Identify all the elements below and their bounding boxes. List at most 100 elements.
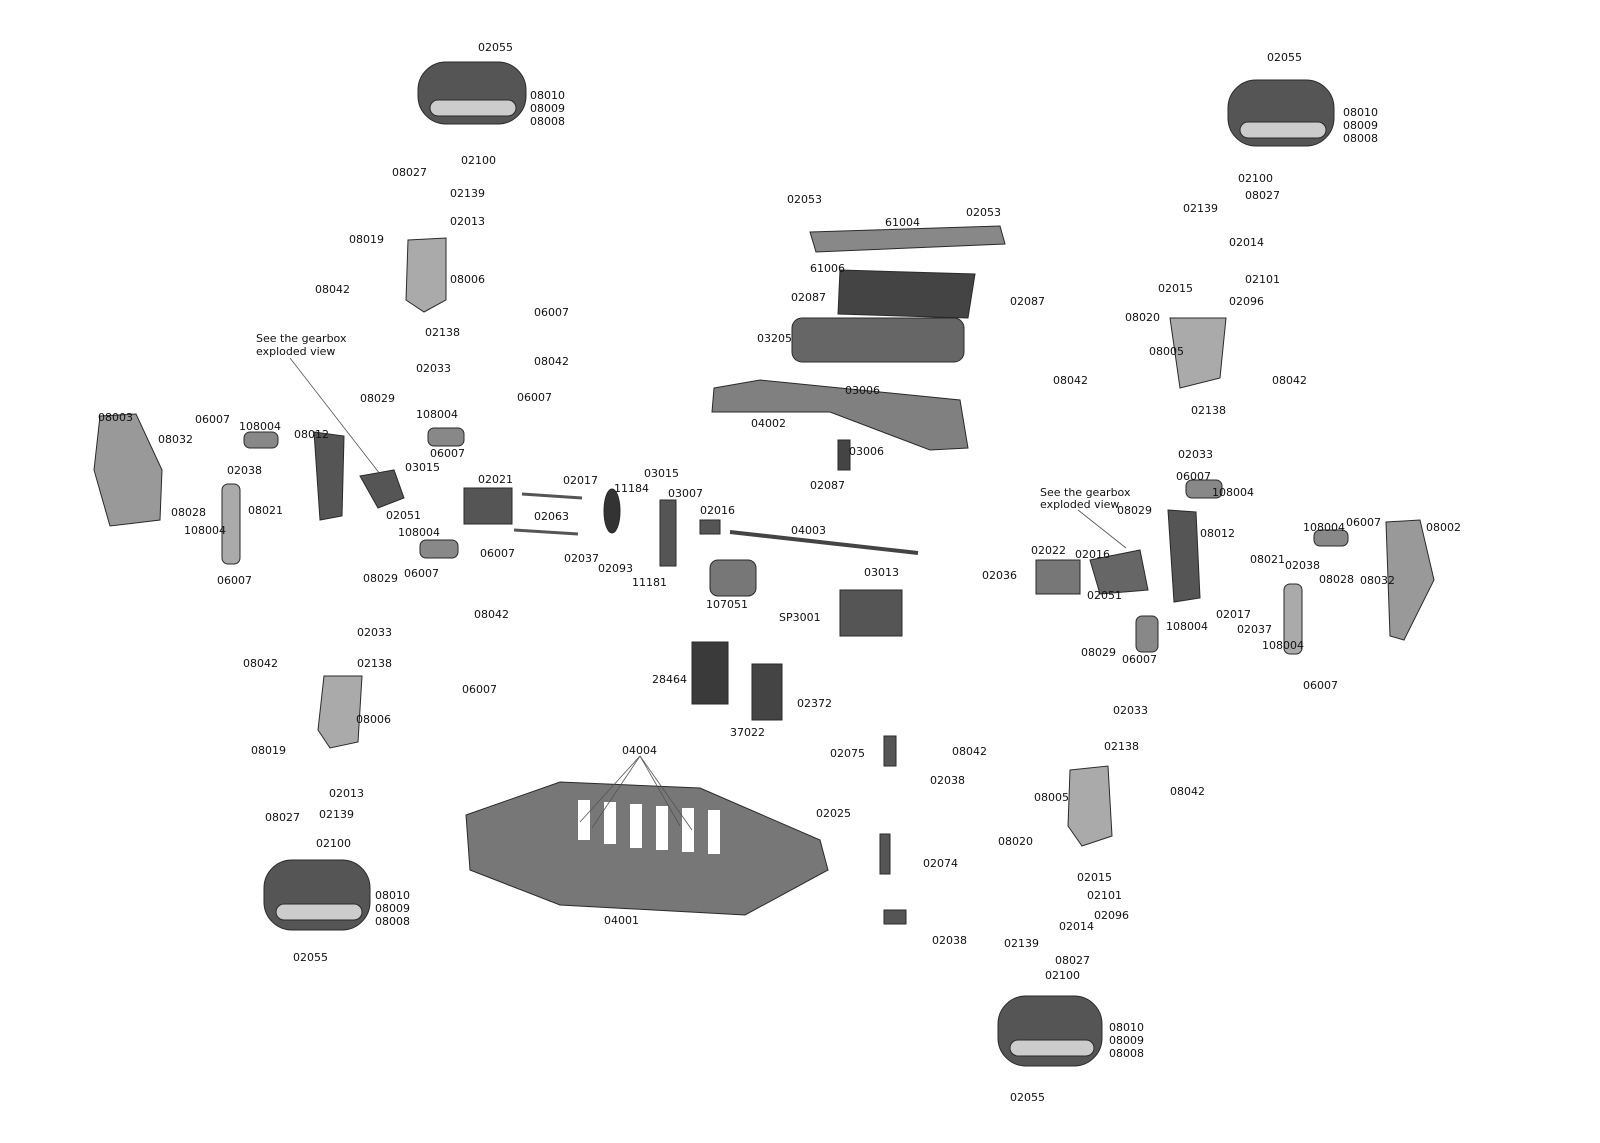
- part-number-label: 02063: [534, 510, 569, 523]
- part-number-label: 08021: [1250, 553, 1285, 566]
- part-number-label: 08006: [356, 713, 391, 726]
- part-number-label: 11181: [632, 576, 667, 589]
- part-number-label: 02100: [461, 154, 496, 167]
- part-number-label: 02096: [1094, 909, 1129, 922]
- part-number-label: 08027: [1245, 189, 1280, 202]
- part-number-label: 02033: [1113, 704, 1148, 717]
- part-number-label: 02017: [1216, 608, 1251, 621]
- part-number-label: 02038: [930, 774, 965, 787]
- part-number-label: 08032: [1360, 574, 1395, 587]
- part-number-label: 08042: [1170, 785, 1205, 798]
- part-number-label: 02038: [932, 934, 967, 947]
- part-number-label: 08029: [1081, 646, 1116, 659]
- part-number-label: 02038: [1285, 559, 1320, 572]
- part-number-label: 02139: [450, 187, 485, 200]
- part-number-label: 06007: [462, 683, 497, 696]
- part-number-label: 04001: [604, 914, 639, 927]
- part-number-label: 02055: [478, 41, 513, 54]
- part-number-label: 03015: [405, 461, 440, 474]
- part-number-label: 03013: [864, 566, 899, 579]
- part-number-label: 08003: [98, 411, 133, 424]
- part-number-label: 02051: [386, 509, 421, 522]
- part-number-label: 108004: [416, 408, 458, 421]
- part-number-label: 02021: [478, 473, 513, 486]
- gearbox-note: exploded view: [256, 345, 336, 358]
- part-number-label: 108004: [1303, 521, 1345, 534]
- part-number-label: 02139: [1183, 202, 1218, 215]
- tire-front-left: [417, 61, 527, 125]
- part-number-label: 61006: [810, 262, 845, 275]
- part-number-label: 108004: [398, 526, 440, 539]
- part-number-label: 02014: [1229, 236, 1264, 249]
- gearbox-note: See the gearbox: [256, 332, 347, 345]
- part-number-label: 08008: [375, 915, 410, 928]
- part-number-label: 108004: [1212, 486, 1254, 499]
- motor: [709, 559, 757, 597]
- part-number-label: 02055: [1010, 1091, 1045, 1104]
- part-number-label: 02051: [1087, 589, 1122, 602]
- part-number-label: SP3001: [779, 611, 821, 624]
- part-number-label: 02033: [1178, 448, 1213, 461]
- part-number-label: 08012: [294, 428, 329, 441]
- part-number-label: 08028: [1319, 573, 1354, 586]
- part-number-label: 03007: [668, 487, 703, 500]
- part-number-label: 02037: [564, 552, 599, 565]
- part-number-label: 06007: [1346, 516, 1381, 529]
- part-number-label: 08021: [248, 504, 283, 517]
- part-number-label: 08027: [1055, 954, 1090, 967]
- part-number-label: 02016: [1075, 548, 1110, 561]
- battery-strap: [809, 225, 1006, 253]
- part-number-label: 08042: [1272, 374, 1307, 387]
- part-number-label: 08008: [1343, 132, 1378, 145]
- part-number-label: 08029: [1117, 504, 1152, 517]
- part-number-label: 08006: [450, 273, 485, 286]
- part-number-label: 02101: [1245, 273, 1280, 286]
- part-number-label: 02139: [319, 808, 354, 821]
- part-number-label: 02015: [1158, 282, 1193, 295]
- part-number-label: 08010: [375, 889, 410, 902]
- part-number-label: 08009: [375, 902, 410, 915]
- part-number-label: 02087: [791, 291, 826, 304]
- part-number-label: 61004: [885, 216, 920, 229]
- part-number-label: 02037: [1237, 623, 1272, 636]
- part-number-label: 08028: [171, 506, 206, 519]
- part-number-label: 02055: [293, 951, 328, 964]
- part-number-label: 06007: [1303, 679, 1338, 692]
- part-number-label: 08010: [1343, 106, 1378, 119]
- part-number-label: 02013: [450, 215, 485, 228]
- battery-tray: [837, 269, 976, 319]
- part-number-label: 02013: [329, 787, 364, 800]
- part-number-label: 08042: [1053, 374, 1088, 387]
- part-number-label: 02015: [1077, 871, 1112, 884]
- part-number-label: 08008: [1109, 1047, 1144, 1060]
- part-number-label: 06007: [517, 391, 552, 404]
- part-number-label: 02053: [966, 206, 1001, 219]
- part-number-label: 02016: [700, 504, 735, 517]
- part-number-label: 06007: [430, 447, 465, 460]
- part-number-label: 04003: [791, 524, 826, 537]
- part-number-label: 06007: [480, 547, 515, 560]
- part-number-label: 04002: [751, 417, 786, 430]
- part-number-label: 02096: [1229, 295, 1264, 308]
- part-number-label: 02087: [810, 479, 845, 492]
- part-number-label: 03006: [849, 445, 884, 458]
- part-number-label: 02074: [923, 857, 958, 870]
- part-number-label: 08042: [534, 355, 569, 368]
- part-number-label: 06007: [1122, 653, 1157, 666]
- part-number-label: 02075: [830, 747, 865, 760]
- part-number-label: 107051: [706, 598, 748, 611]
- part-number-label: 08005: [1149, 345, 1184, 358]
- part-number-label: 108004: [1262, 639, 1304, 652]
- part-number-label: 03006: [845, 384, 880, 397]
- part-number-label: 08042: [243, 657, 278, 670]
- servo: [839, 589, 903, 637]
- part-number-label: 108004: [1166, 620, 1208, 633]
- part-number-label: 08020: [1125, 311, 1160, 324]
- part-number-label: 08029: [360, 392, 395, 405]
- part-number-label: 08027: [392, 166, 427, 179]
- part-number-label: 02022: [1031, 544, 1066, 557]
- tire-front-right: [1227, 79, 1335, 147]
- part-number-label: 02100: [1238, 172, 1273, 185]
- part-number-label: 02139: [1004, 937, 1039, 950]
